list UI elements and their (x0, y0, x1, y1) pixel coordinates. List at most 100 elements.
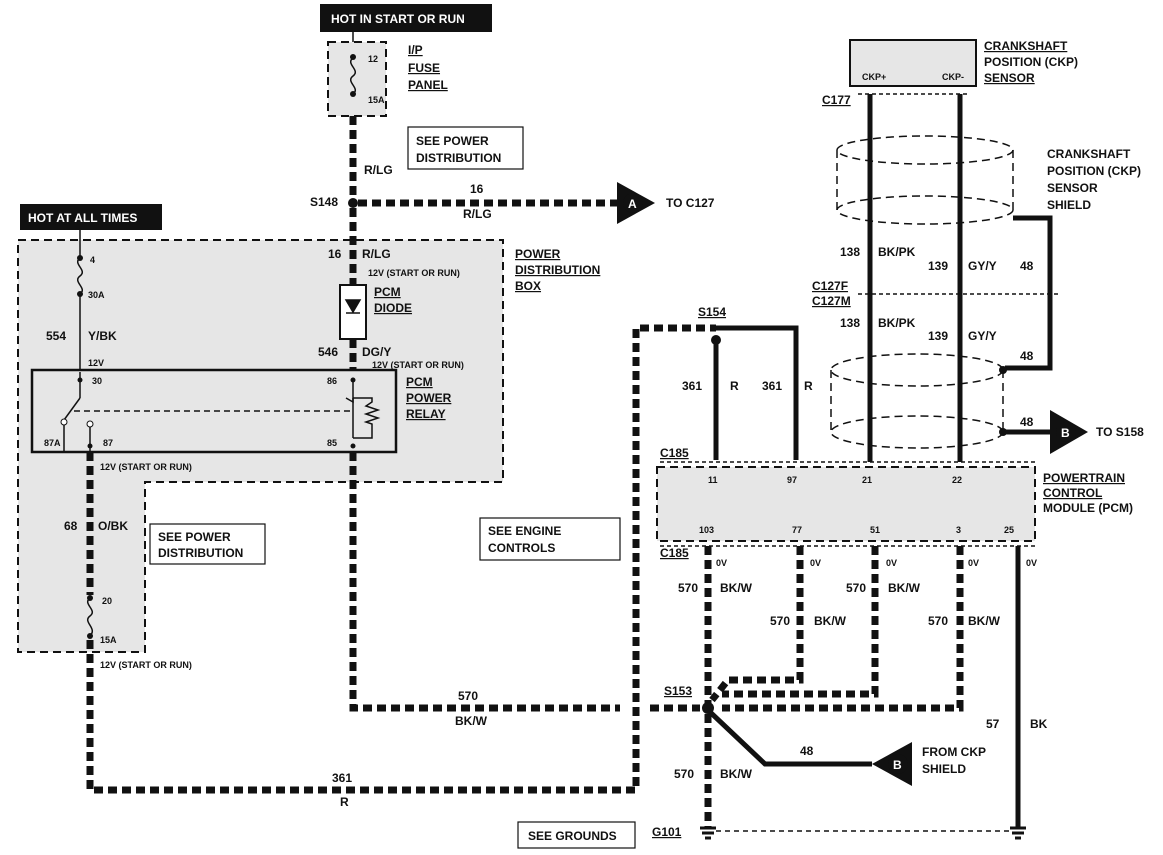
wire-48a (1013, 215, 1053, 296)
wire-16b-color: R/LG (362, 247, 391, 261)
wire-570a-num: 570 (678, 581, 698, 595)
ref-a-letter: A (628, 197, 637, 211)
wire-138a-color: BK/PK (878, 245, 916, 259)
ip-fuse-label-2: FUSE (408, 61, 440, 75)
wire-48c-num: 48 (1020, 415, 1034, 429)
wire-361b-color: R (804, 379, 813, 393)
ckp-pin-plus: CKP+ (862, 72, 886, 82)
relay-pin-86: 86 (327, 376, 337, 386)
relay-pin-85: 85 (327, 438, 337, 448)
lower-fuse-icon (87, 597, 93, 637)
wire-361-color: R (340, 795, 349, 809)
lower-fuse-amp: 15A (100, 635, 117, 645)
wire-16b-num: 16 (328, 247, 342, 261)
ov-4: 0V (968, 558, 979, 568)
s153-label: S153 (664, 684, 692, 698)
ip-fuse-panel (327, 41, 387, 117)
pcm-pin-77: 77 (792, 525, 802, 535)
ckp-shield-upper (836, 135, 1014, 225)
pcm-label-2: CONTROL (1043, 486, 1102, 500)
wire-68-color: O/BK (98, 519, 128, 533)
wire-57-num: 57 (986, 717, 1000, 731)
wire-570d-num: 570 (928, 614, 948, 628)
ckp-shield-label-4: SHIELD (1047, 198, 1091, 212)
wire-139b-num: 139 (928, 329, 948, 343)
wire-570h-num: 570 (458, 689, 478, 703)
wire-16a-num: 16 (470, 182, 484, 196)
pdb-label-3: BOX (515, 279, 541, 293)
wire-570d-color: BK/W (968, 614, 1001, 628)
wire-138b-num: 138 (840, 316, 860, 330)
pcm-pin-21: 21 (862, 475, 872, 485)
wire-48b (1005, 296, 1053, 371)
see-power-2-line2: DISTRIBUTION (158, 546, 243, 560)
ref-b1-text: TO S158 (1096, 425, 1144, 439)
c177-label: C177 (822, 93, 851, 107)
pcm-pin-22: 22 (952, 475, 962, 485)
ip-fuse-label-3: PANEL (408, 78, 448, 92)
pcm-pin-51: 51 (870, 525, 880, 535)
c127m-label: C127M (812, 294, 851, 308)
ov-5: 0V (1026, 558, 1037, 568)
wire-546-num: 546 (318, 345, 338, 359)
wire-570c-color: BK/W (888, 581, 921, 595)
wire-rlg-upper-color: R/LG (364, 163, 393, 177)
c127f-label: C127F (812, 279, 848, 293)
ground-icon (700, 826, 716, 840)
pcm-label-3: MODULE (PCM) (1043, 501, 1133, 515)
lower-fuse-number: 20 (102, 596, 112, 606)
ov-2: 0V (810, 558, 821, 568)
hot-start-run-text: HOT IN START OR RUN (331, 12, 465, 26)
wire-361b (716, 325, 799, 460)
wire-570c (722, 546, 879, 698)
wire-48d-num: 48 (800, 744, 814, 758)
pcm-diode-label-1: PCM (374, 285, 401, 299)
see-power-box-1 (407, 126, 524, 170)
hot-start-run-badge (320, 4, 492, 32)
ground-icon-2 (1010, 826, 1026, 840)
wire-16a-color: R/LG (463, 207, 492, 221)
c185-top-label: C185 (660, 446, 689, 460)
splice-s148 (348, 198, 358, 208)
ip-fuse-amp: 15A (368, 95, 385, 105)
wire-546-color: DG/Y (362, 345, 391, 359)
pcm-pin-97: 97 (787, 475, 797, 485)
voltage-87: 12V (START OR RUN) (100, 462, 192, 472)
ref-b2-line1: FROM CKP (922, 745, 986, 759)
pdb-fuse-icon (77, 257, 83, 295)
pcm-diode-label-2: DIODE (374, 301, 412, 315)
wire-570-relay-ground (349, 452, 620, 712)
wire-361a-num: 361 (682, 379, 702, 393)
ref-a-text: TO C127 (666, 196, 715, 210)
wire-570b-num: 570 (770, 614, 790, 628)
relay-label-1: PCM (406, 375, 433, 389)
see-engine-box (479, 517, 621, 561)
wire-138a-num: 138 (840, 245, 860, 259)
ckp-sensor-label-2: POSITION (CKP) (984, 55, 1078, 69)
pdb-label-1: POWER (515, 247, 561, 261)
pdb-fuse-amp: 30A (88, 290, 105, 300)
voltage-bottom: 12V (START OR RUN) (100, 660, 192, 670)
ref-b1-letter: B (1061, 426, 1070, 440)
relay-pin-87: 87 (103, 438, 113, 448)
wire-48b-num: 48 (1020, 349, 1034, 363)
ip-fuse-number: 12 (368, 54, 378, 64)
wire-48d (708, 710, 872, 767)
wire-570a-color: BK/W (720, 581, 753, 595)
wire-570b-color: BK/W (814, 614, 847, 628)
wire-361-loop (86, 324, 716, 794)
voltage-12v: 12V (88, 358, 104, 368)
s154-label: S154 (698, 305, 726, 319)
voltage-relay: 12V (START OR RUN) (372, 360, 464, 370)
g101-label: G101 (652, 825, 682, 839)
see-engine-line1: SEE ENGINE (488, 524, 561, 538)
ov-1: 0V (716, 558, 727, 568)
wire-361-num: 361 (332, 771, 352, 785)
wire-138b-color: BK/PK (878, 316, 916, 330)
wire-68-num: 68 (64, 519, 78, 533)
hot-all-times-badge (20, 204, 162, 230)
ckp-shield-label-2: POSITION (CKP) (1047, 164, 1141, 178)
see-power-box-2 (149, 523, 266, 565)
relay-pin-87a: 87A (44, 438, 61, 448)
